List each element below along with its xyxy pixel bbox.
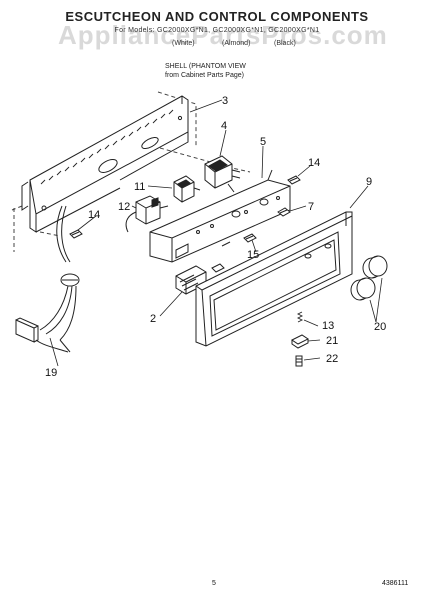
callout-2: 2 xyxy=(150,313,156,325)
callout-14-upper: 14 xyxy=(308,157,320,169)
callout-22: 22 xyxy=(326,353,338,365)
page-number: 5 xyxy=(212,580,216,587)
model-list: For Models: GC2000XG*N1, GC2000XG*N1, GC… xyxy=(114,27,320,34)
part-4-switch xyxy=(204,155,241,193)
callout-4: 4 xyxy=(221,120,227,132)
color-label-black: (Black) xyxy=(274,40,296,47)
shell-note-line2: from Cabinet Parts Page) xyxy=(165,72,244,79)
shell-note-line1: SHELL (PHANTOM VIEW xyxy=(165,63,246,70)
color-label-almond: (Almond) xyxy=(222,40,251,47)
callout-19: 19 xyxy=(45,367,57,379)
callout-20: 20 xyxy=(374,321,386,333)
callout-11: 11 xyxy=(134,181,145,193)
screw-15-lower xyxy=(211,263,225,273)
color-label-white: (White) xyxy=(172,40,195,47)
callout-21: 21 xyxy=(326,335,338,347)
screw-15 xyxy=(243,233,257,243)
part-20-knobs xyxy=(350,255,388,301)
callout-9: 9 xyxy=(366,176,372,188)
part-12-control-switch xyxy=(125,195,169,233)
callout-numbers: 3 4 5 14 7 9 11 12 14 15 2 20 13 21 22 1… xyxy=(45,95,386,379)
shell-phantom-note: SHELL (PHANTOM VIEW from Cabinet Parts P… xyxy=(165,62,246,80)
callout-3: 3 xyxy=(222,95,228,107)
part-11-switch xyxy=(173,175,201,203)
screw-14-lower xyxy=(69,229,83,239)
callout-12: 12 xyxy=(118,201,130,213)
callout-13: 13 xyxy=(322,320,334,332)
part-19-wire-harness xyxy=(15,205,80,353)
callout-14-lower: 14 xyxy=(88,209,100,221)
part-3-control-housing xyxy=(21,95,189,233)
document-code: 4386111 xyxy=(382,580,409,587)
callout-leader-lines xyxy=(49,99,383,367)
part-22-screw xyxy=(295,355,303,367)
callout-15: 15 xyxy=(247,249,259,261)
part-9-console-panel xyxy=(195,211,353,347)
part-5-control-bracket xyxy=(149,169,291,263)
callout-5: 5 xyxy=(260,136,266,148)
diagram-title: ESCUTCHEON AND CONTROL COMPONENTS xyxy=(65,9,369,24)
watermark: AppliancePartsPros.com xyxy=(58,20,388,50)
callout-7: 7 xyxy=(308,201,314,213)
screw-14-upper xyxy=(287,175,301,185)
screw-7 xyxy=(277,207,291,217)
housing-vent-slots xyxy=(40,109,174,185)
part-13-spring xyxy=(296,311,304,323)
part-21-clip xyxy=(291,334,309,349)
